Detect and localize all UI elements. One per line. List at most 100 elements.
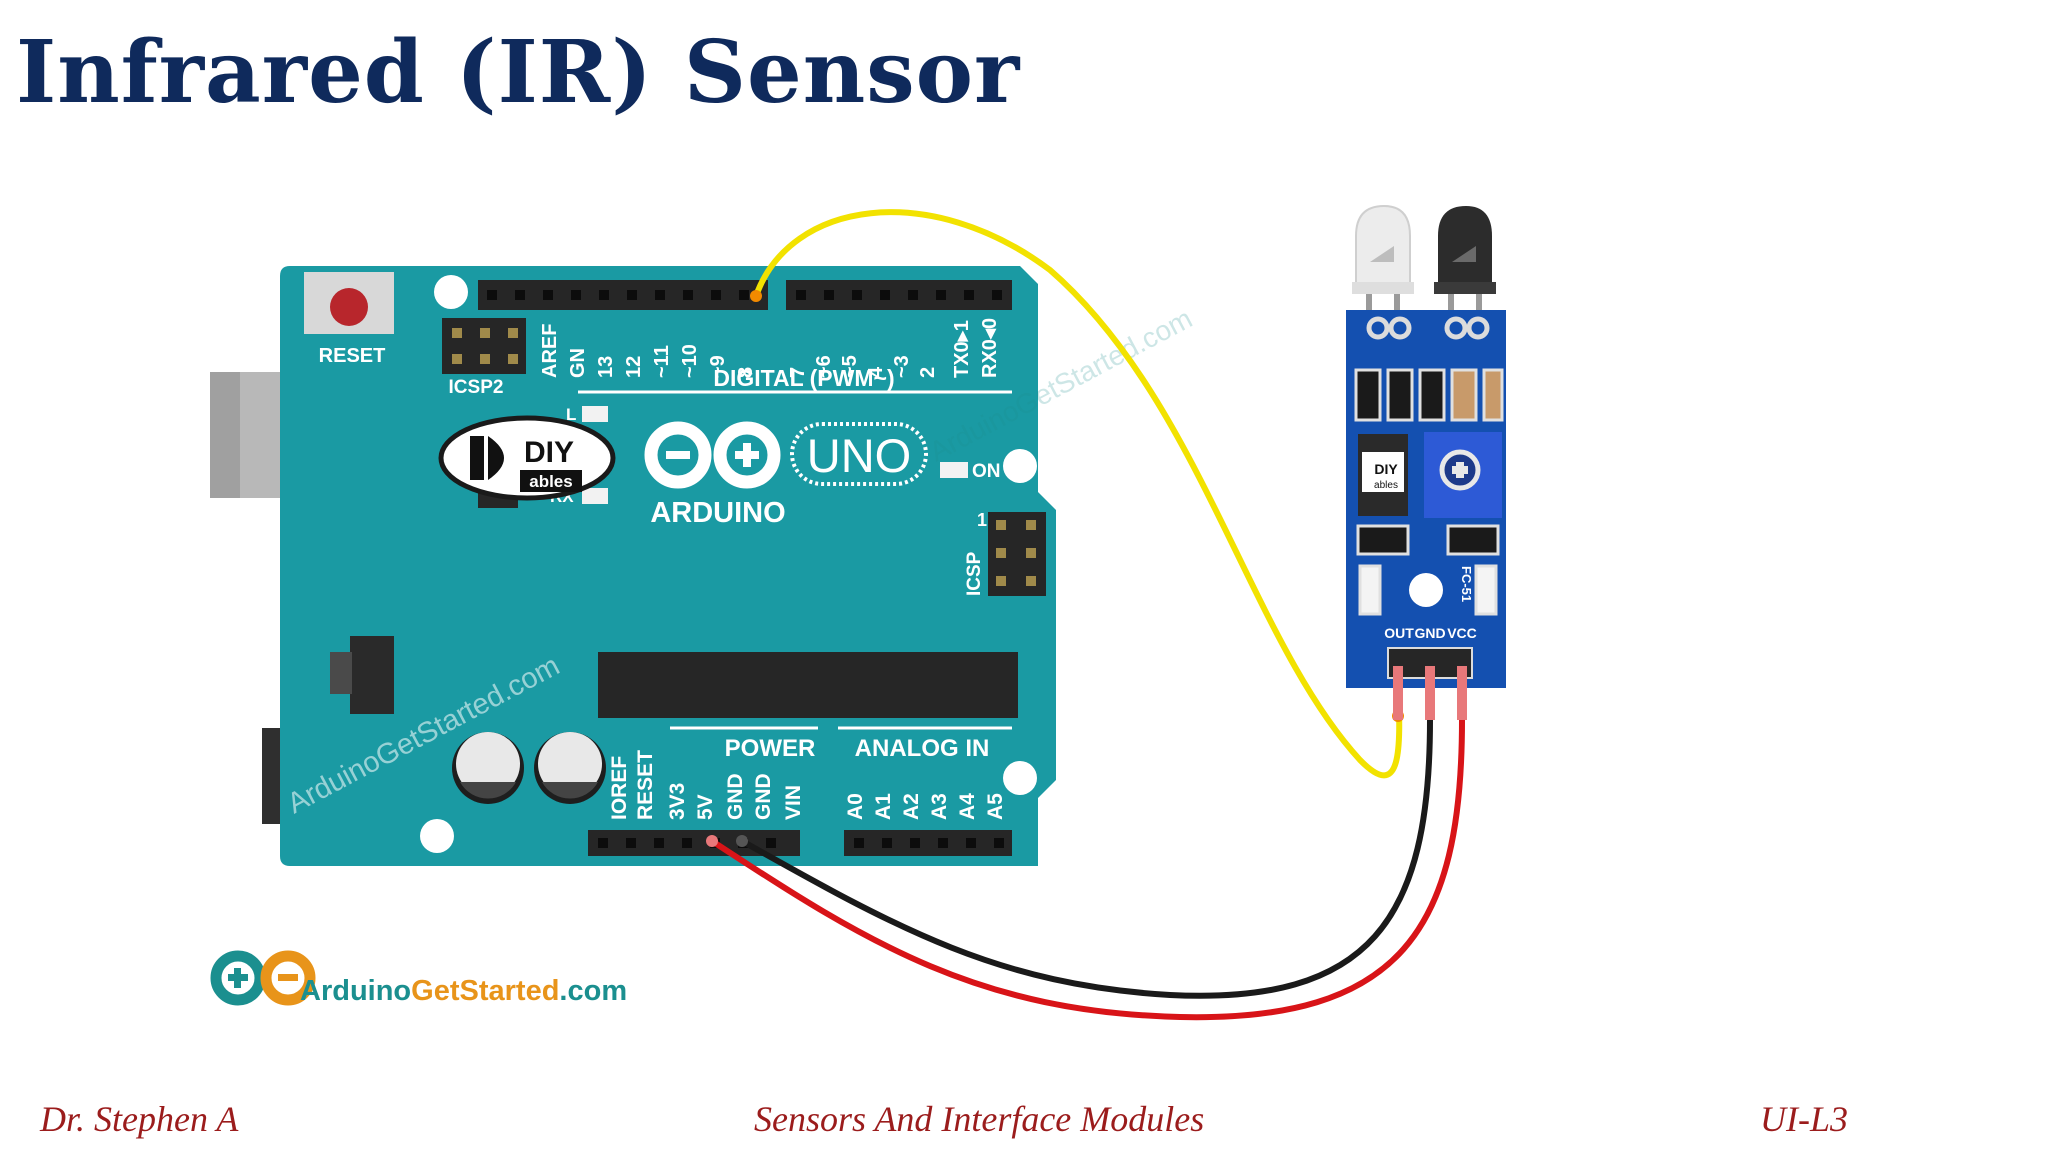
power-pin-label: RESET — [634, 750, 657, 820]
header-pin-hole — [682, 838, 692, 848]
icsp2-label: ICSP2 — [449, 377, 504, 398]
sensor-pin-out-label: OUT — [1384, 625, 1414, 641]
header-pin-hole — [908, 290, 918, 300]
digital-pin-label: ~6 — [813, 355, 835, 378]
analog-pin-label: A3 — [928, 793, 951, 820]
sensor-model-label: FC-51 — [1459, 566, 1474, 602]
header-pin-hole — [626, 838, 636, 848]
header-pin-hole — [598, 838, 608, 848]
header-pin-hole — [599, 290, 609, 300]
analog-pin-label: A2 — [900, 793, 923, 820]
header-pin-hole — [683, 290, 693, 300]
digital-pin-label: 8 — [735, 367, 757, 378]
power-pin-label: GND — [724, 773, 747, 820]
digital-pin-label: ~9 — [707, 355, 729, 378]
header-pin-hole — [739, 290, 749, 300]
obstacle-led — [1474, 564, 1498, 616]
slide-title: Infrared (IR) Sensor — [16, 22, 1021, 123]
ir-emitter-led — [1352, 204, 1414, 326]
header-pin-hole — [571, 290, 581, 300]
digital-pin-label: ~11 — [651, 345, 673, 378]
mounting-hole — [434, 275, 468, 309]
l-led-label: L — [566, 405, 576, 424]
on-led-label: ON — [972, 461, 1001, 482]
diy-logo-bottom: ables — [529, 472, 572, 491]
reset-button-cap[interactable] — [330, 288, 368, 326]
infinity-logo-icon — [210, 950, 316, 1006]
wires — [706, 209, 1467, 1021]
arduino-infinity-logo — [644, 421, 781, 489]
digital-pin-label: 12 — [623, 356, 645, 378]
diy-ables-logo: DIY ables — [438, 415, 616, 501]
header-pin-hole — [824, 290, 834, 300]
sensor-mounting-hole — [1409, 573, 1443, 607]
power-pin-label: GND — [752, 773, 775, 820]
icsp-label: ICSP — [964, 551, 985, 596]
power-pin-label: VIN — [782, 785, 805, 820]
header-pin-hole — [655, 290, 665, 300]
analog-pin-label: A4 — [956, 793, 979, 820]
header-pin-hole — [910, 838, 920, 848]
icsp-header — [988, 512, 1046, 596]
header-pin-hole — [994, 838, 1004, 848]
sensor-pin-gnd-label: GND — [1414, 625, 1445, 641]
header-pin-hole — [938, 838, 948, 848]
header-pin-hole — [515, 290, 525, 300]
power-pin-label: 3V3 — [666, 783, 689, 820]
analog-pin-label: A0 — [844, 793, 867, 820]
icsp2-header — [442, 318, 526, 374]
uno-label: UNO — [807, 429, 911, 482]
analog-pin-label: A5 — [984, 793, 1007, 820]
sensor-diy-top: DIY — [1374, 461, 1398, 477]
power-label: POWER — [725, 735, 816, 762]
mounting-hole — [1003, 449, 1037, 483]
digital-pin-label: 7 — [787, 367, 809, 378]
header-pin-hole — [966, 838, 976, 848]
analog-pin-label: A1 — [872, 793, 895, 820]
digital-pin-label: AREF — [539, 324, 561, 378]
digital-pin-label: ~10 — [679, 344, 701, 378]
icsp-pin1-label: 1 — [977, 510, 987, 530]
power-pin-label: IOREF — [608, 756, 631, 820]
header-pin-hole — [854, 838, 864, 848]
header-pin-hole — [766, 838, 776, 848]
header-pin-hole — [543, 290, 553, 300]
atmega-chip — [598, 652, 1018, 718]
analog-pin-header — [844, 830, 1012, 856]
arduino-uno-board: RESET ICSP2 AREF GN 13 12 ~11 ~10 ~9 8 7 ~6~5 4 ~3 2… — [210, 266, 1056, 866]
digital-pin-label: TX0▸1 — [951, 320, 973, 378]
header-pin-hole — [992, 290, 1002, 300]
header-pin-hole — [627, 290, 637, 300]
header-pin-hole — [882, 838, 892, 848]
voltage-regulator — [350, 636, 394, 714]
capacitor — [452, 732, 524, 804]
ir-receiver-photodiode — [1434, 206, 1496, 326]
sensor-diy-bottom: ables — [1374, 480, 1398, 491]
uno-badge — [790, 422, 928, 486]
digital-pin-label: 2 — [917, 367, 939, 378]
header-pin-hole — [936, 290, 946, 300]
diy-logo-top: DIY — [524, 436, 574, 469]
header-pin-hole — [654, 838, 664, 848]
digital-pin-label: ~3 — [891, 355, 913, 378]
header-pin-hole — [487, 290, 497, 300]
footer-author: Dr. Stephen A — [40, 1099, 239, 1139]
header-pin-hole — [852, 290, 862, 300]
digital-pin-label: ~5 — [839, 355, 861, 378]
digital-pin-label: 4 — [865, 366, 887, 378]
analog-in-label: ANALOG IN — [855, 735, 990, 762]
header-pin-hole — [796, 290, 806, 300]
power-led — [1358, 564, 1382, 616]
capacitor — [534, 732, 606, 804]
reset-label: RESET — [319, 345, 386, 367]
header-pin-hole — [711, 290, 721, 300]
potentiometer[interactable] — [1424, 432, 1502, 518]
digital-pin-label: 13 — [595, 356, 617, 378]
sensor-pin-vcc-label: VCC — [1447, 625, 1477, 641]
digital-pin-label: RX0◂0 — [979, 318, 1001, 378]
brand-text: ArduinoGetStarted.com — [300, 975, 627, 1007]
ir-sensor-module: DIY ables FC-51 OUT GND VCC ArduinoGetSt… — [924, 204, 1506, 688]
digital-pin-label: GN — [567, 348, 589, 378]
